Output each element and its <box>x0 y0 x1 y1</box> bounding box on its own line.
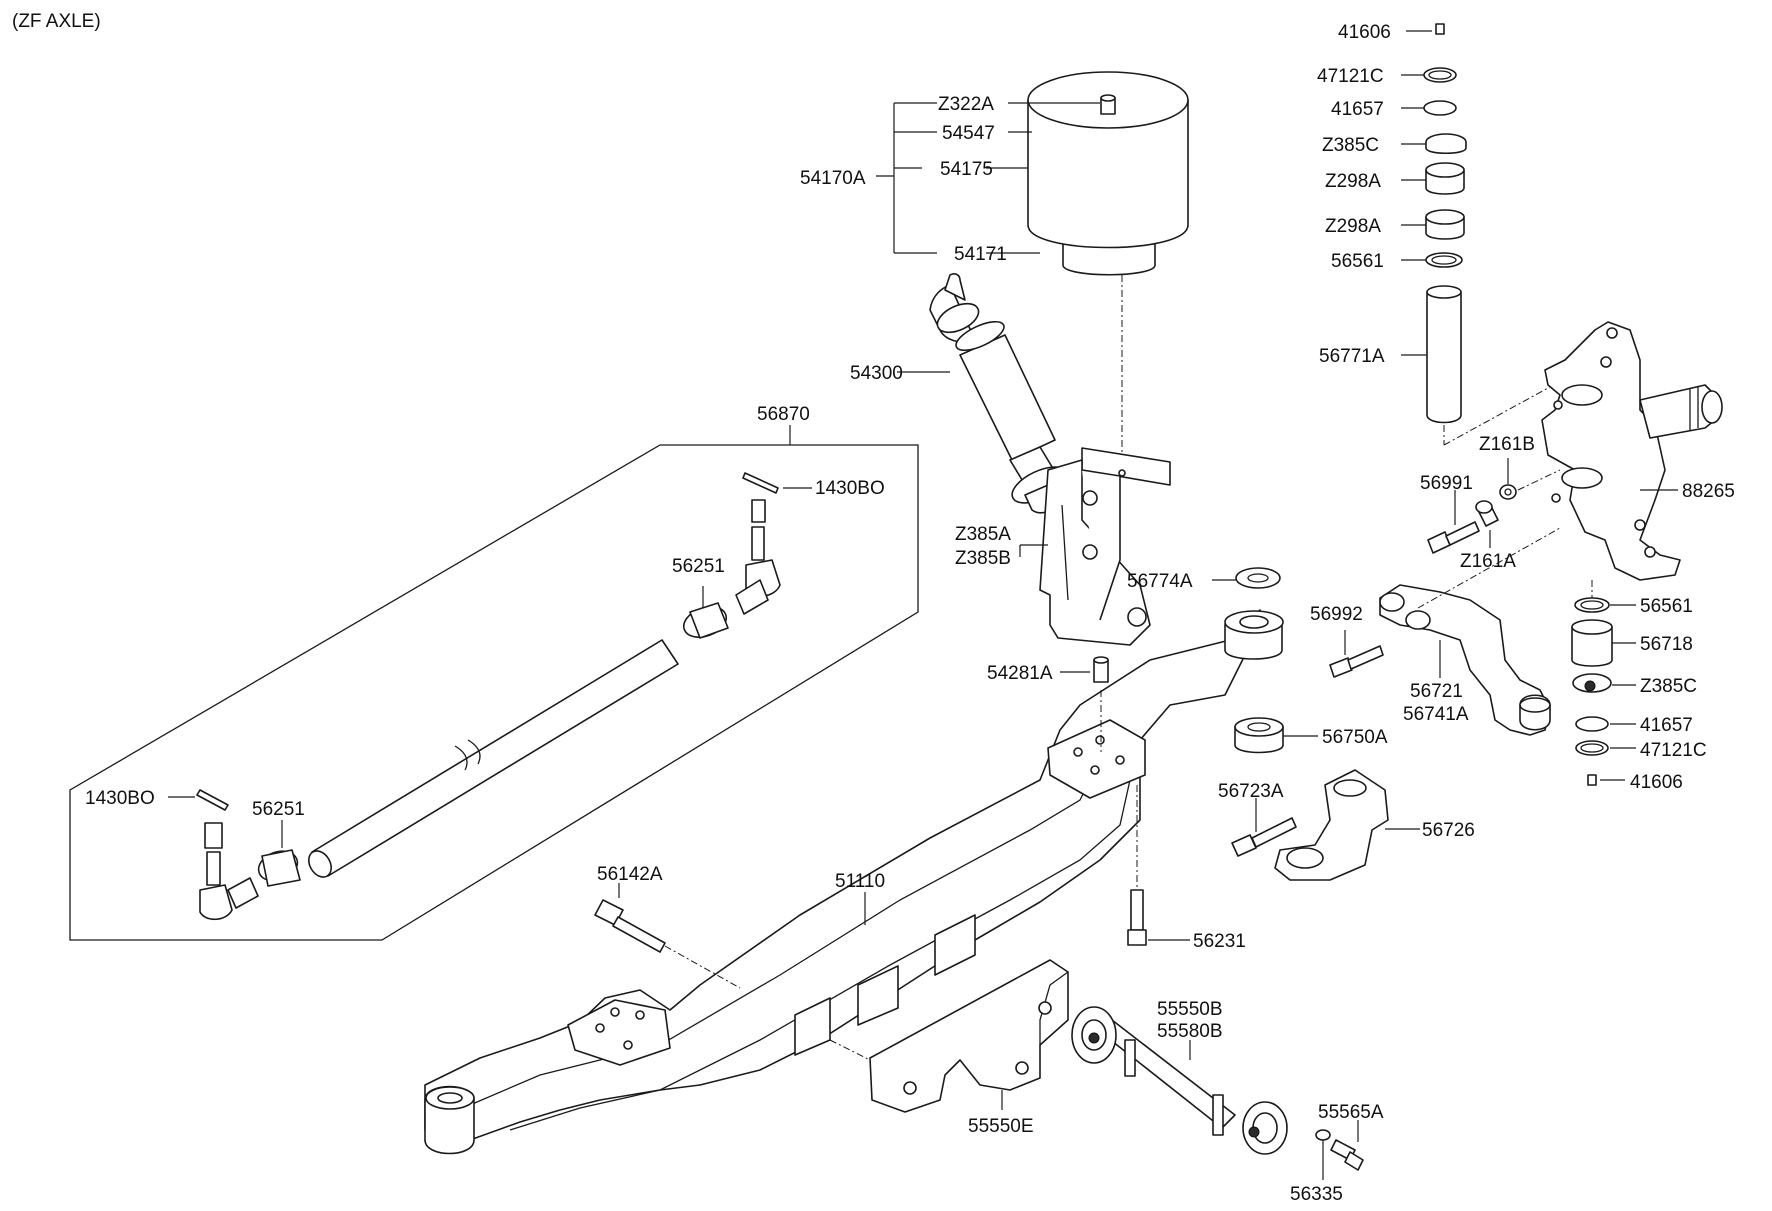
label-56251-left: 56251 <box>252 799 305 820</box>
label-z161a: Z161A <box>1460 551 1516 572</box>
label-55565a: 55565A <box>1318 1102 1384 1123</box>
washer-56774a <box>1235 567 1281 589</box>
axle-beam <box>424 609 1284 1155</box>
label-47121c-bot: 47121C <box>1640 740 1707 761</box>
label-1430bo-left: 1430BO <box>85 788 155 809</box>
bolt-56992 <box>1329 645 1384 678</box>
label-z322a: Z322A <box>938 94 994 115</box>
bolt-56231 <box>1127 889 1147 946</box>
label-56870: 56870 <box>757 404 810 425</box>
steering-arm <box>1379 584 1551 736</box>
dowel-54281a <box>1093 656 1109 683</box>
tie-rod <box>307 639 679 878</box>
label-z161b: Z161B <box>1479 434 1535 455</box>
label-41606-bot: 41606 <box>1630 772 1683 793</box>
arm-56726 <box>1274 769 1389 881</box>
bolt-56991 <box>1427 521 1480 554</box>
label-56718: 56718 <box>1640 634 1693 655</box>
label-z298a-1: Z298A <box>1325 171 1381 192</box>
steering-knuckle <box>1541 321 1723 581</box>
label-54171: 54171 <box>954 244 1007 265</box>
air-spring <box>1027 71 1189 276</box>
label-88265: 88265 <box>1682 481 1735 502</box>
label-55550b: 55550B <box>1157 999 1223 1020</box>
label-55580b: 55580B <box>1157 1021 1223 1042</box>
bolt-55565a <box>1330 1139 1364 1171</box>
kingpin-stack <box>1423 23 1467 424</box>
label-z385c-top: Z385C <box>1322 135 1379 156</box>
label-41657-top: 41657 <box>1331 99 1384 120</box>
tie-rod-end-left <box>196 789 301 921</box>
label-56992: 56992 <box>1310 604 1363 625</box>
label-56771a: 56771A <box>1319 346 1385 367</box>
label-56142a: 56142A <box>597 864 663 885</box>
label-56561-bot: 56561 <box>1640 596 1693 617</box>
bolt-56142a <box>594 899 666 953</box>
label-54175: 54175 <box>940 159 993 180</box>
label-56335: 56335 <box>1290 1184 1343 1205</box>
stabilizer-link <box>1071 1006 1288 1155</box>
clamp-bracket-55550e <box>869 959 1069 1113</box>
label-z385a: Z385A <box>955 524 1011 545</box>
label-54547: 54547 <box>942 123 995 144</box>
label-47121c-top: 47121C <box>1317 66 1384 87</box>
label-z298a-2: Z298A <box>1325 216 1381 237</box>
label-56774a: 56774A <box>1127 571 1193 592</box>
tie-rod-end-top <box>682 472 781 639</box>
bolt-56723a <box>1231 817 1297 857</box>
label-56726: 56726 <box>1422 820 1475 841</box>
label-56741a: 56741A <box>1403 704 1469 725</box>
bush-56750a <box>1234 717 1284 754</box>
label-54170a: 54170A <box>800 168 866 189</box>
spring-bracket <box>1039 447 1171 646</box>
label-56991: 56991 <box>1420 473 1473 494</box>
kingpin-stack-lower <box>1571 597 1613 786</box>
label-51110: 51110 <box>835 871 885 892</box>
label-56231: 56231 <box>1193 931 1246 952</box>
label-56721: 56721 <box>1410 681 1463 702</box>
label-54281a: 54281A <box>987 663 1053 684</box>
label-56251-top: 56251 <box>672 556 725 577</box>
washer-56335 <box>1315 1129 1331 1141</box>
label-z385b: Z385B <box>955 548 1011 569</box>
label-41606-top: 41606 <box>1338 22 1391 43</box>
label-z385c-bot: Z385C <box>1640 676 1697 697</box>
label-41657-bot: 41657 <box>1640 715 1693 736</box>
label-54300: 54300 <box>850 363 903 384</box>
label-56750a: 56750A <box>1322 727 1388 748</box>
label-1430bo-top: 1430BO <box>815 478 885 499</box>
washer-z161b <box>1499 484 1517 500</box>
label-56561-top: 56561 <box>1331 251 1384 272</box>
label-55550e: 55550E <box>968 1116 1034 1137</box>
label-56723a: 56723A <box>1218 781 1284 802</box>
diagram-title: (ZF AXLE) <box>12 11 101 32</box>
